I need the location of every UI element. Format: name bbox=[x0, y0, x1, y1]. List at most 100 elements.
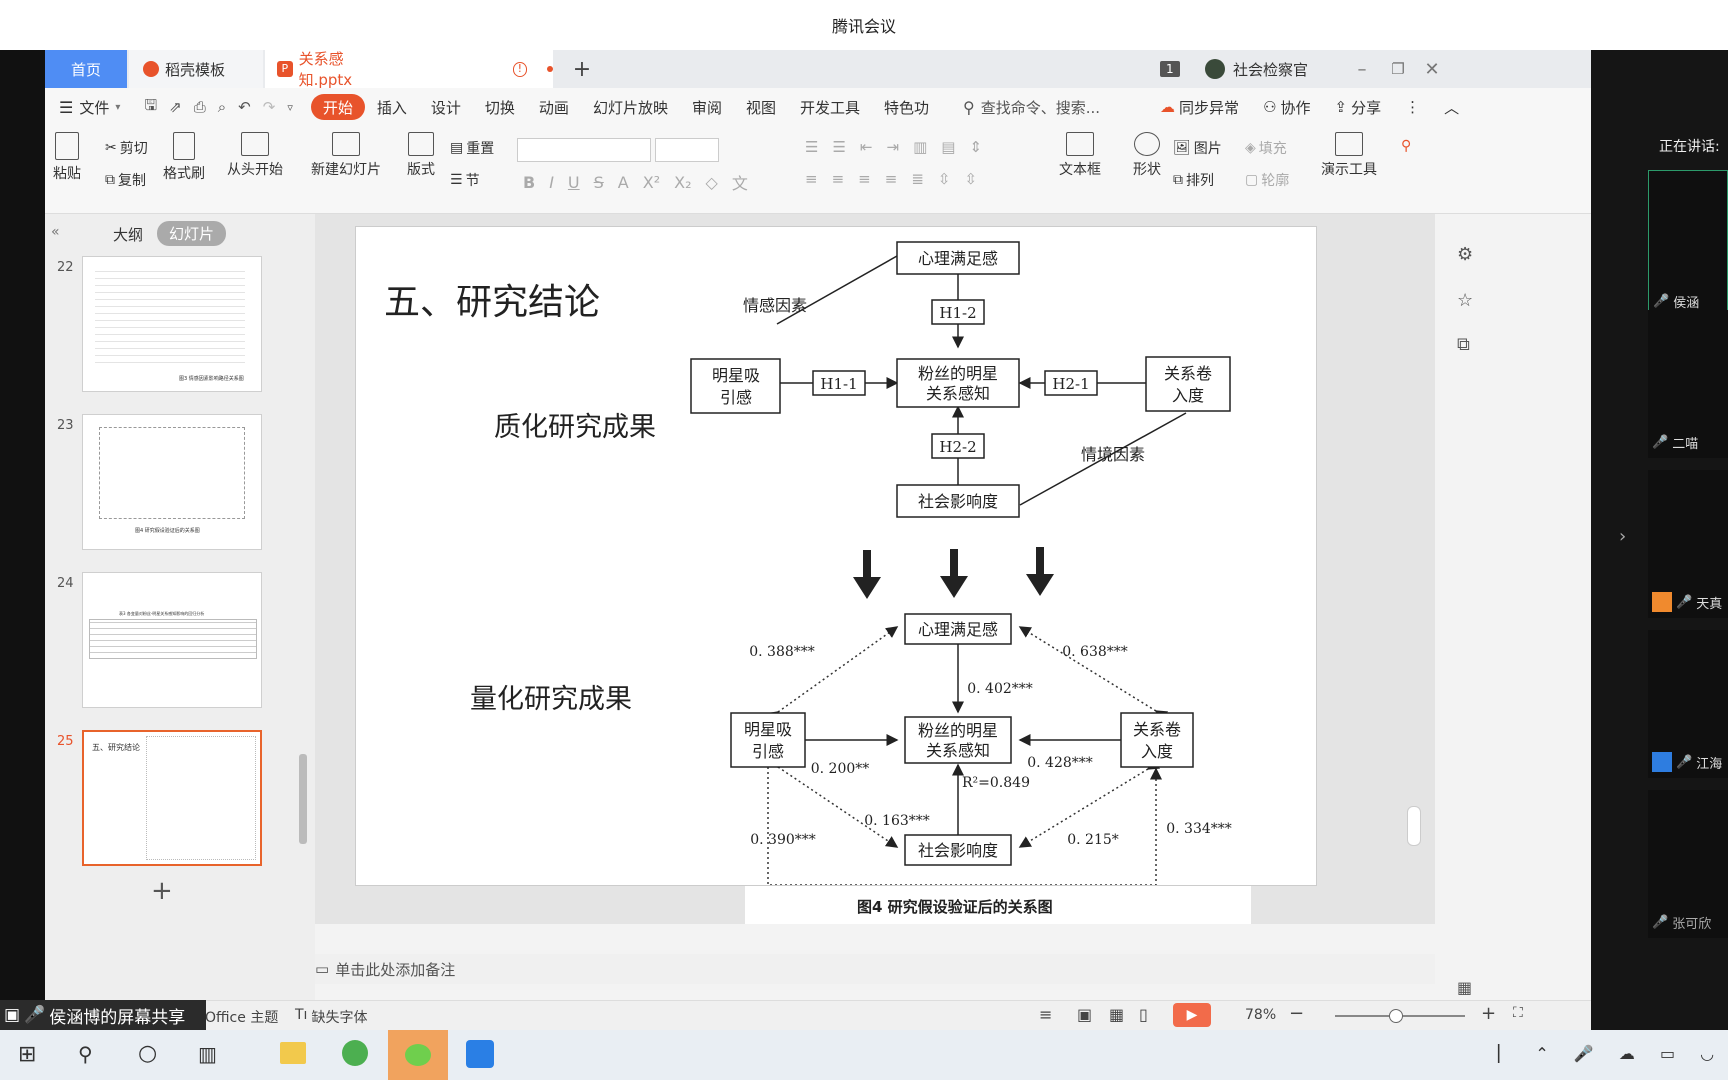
copy-button[interactable]: ⧉复制 bbox=[105, 170, 146, 190]
zoom-slider-handle[interactable] bbox=[1389, 1009, 1403, 1023]
tab-docer[interactable]: 稻壳模板 bbox=[129, 50, 263, 88]
arrange-button[interactable]: ⧉排列 bbox=[1173, 170, 1214, 190]
presenter-tools-button[interactable]: 演示工具 bbox=[1321, 132, 1377, 179]
minimize-button[interactable]: – bbox=[1357, 58, 1367, 80]
collapse-ribbon-icon[interactable]: ︿ bbox=[1444, 98, 1460, 117]
file-menu[interactable]: ☰ 文件 ▾ bbox=[45, 92, 132, 122]
slide-thumbnail-24[interactable]: 表3 各变量对粉丝-明星关系感知影响的回归分析 bbox=[82, 572, 262, 708]
from-start-button[interactable]: 从头开始 bbox=[227, 132, 283, 179]
meeting-app-icon[interactable] bbox=[466, 1040, 494, 1068]
format-brush-button[interactable]: 格式刷 bbox=[163, 132, 205, 183]
tab-insert[interactable]: 插入 bbox=[365, 92, 419, 122]
user-account[interactable]: 社会检察官 bbox=[1205, 50, 1345, 88]
font-size-select[interactable] bbox=[655, 138, 719, 162]
theme-label[interactable]: Office 主题 bbox=[205, 1010, 279, 1026]
tab-pptx[interactable]: P 关系感知.pptx ! bbox=[265, 50, 554, 89]
sync-status[interactable]: ☁ 同步异常 bbox=[1148, 92, 1251, 122]
tab-design[interactable]: 设计 bbox=[419, 92, 473, 122]
distribute-icon[interactable]: ≣ bbox=[911, 170, 924, 188]
transition-icon[interactable]: ⧉ bbox=[1457, 334, 1470, 355]
fill-button[interactable]: ◈填充 bbox=[1245, 138, 1287, 158]
search-icon[interactable]: ⚲ bbox=[78, 1042, 93, 1066]
restore-button[interactable]: ❐ bbox=[1391, 60, 1405, 78]
export-icon[interactable]: ⇗ bbox=[169, 98, 182, 116]
para-spacing-icon[interactable]: ⇳ bbox=[964, 170, 978, 188]
tab-slideshow[interactable]: 幻灯片放映 bbox=[581, 92, 680, 122]
superscript-icon[interactable]: X² bbox=[642, 172, 661, 192]
shape-button[interactable]: 形状 bbox=[1133, 132, 1161, 179]
font-color-icon[interactable]: A bbox=[617, 172, 629, 192]
play-button[interactable]: ▶ bbox=[1173, 1003, 1211, 1027]
paste-button[interactable]: 粘贴 bbox=[53, 132, 81, 183]
find-icon[interactable]: ⚲ bbox=[1401, 138, 1412, 154]
slide-thumbnail-23[interactable]: 图4 研究假设验证后的关系图 bbox=[82, 414, 262, 550]
new-slide-button[interactable]: 新建幻灯片 bbox=[311, 132, 381, 179]
participant-tile-5[interactable]: 🎤张可欣 bbox=[1648, 790, 1728, 938]
tab-transition[interactable]: 切换 bbox=[473, 92, 527, 122]
undo-icon[interactable]: ↶ bbox=[238, 98, 251, 116]
line-spacing-icon[interactable]: ⇳ bbox=[937, 170, 951, 188]
sorter-view-icon[interactable]: ▦ bbox=[1109, 1005, 1125, 1024]
more-icon[interactable]: ⋮ bbox=[1405, 98, 1421, 116]
panel-scrollbar[interactable] bbox=[299, 754, 307, 844]
align-right-icon[interactable]: ≡ bbox=[858, 170, 871, 188]
tab-animation[interactable]: 动画 bbox=[527, 92, 581, 122]
file-explorer-icon[interactable] bbox=[280, 1042, 306, 1064]
bullet-list-icon[interactable]: ☰ bbox=[805, 138, 819, 156]
align-left-icon[interactable]: ≡ bbox=[805, 170, 818, 188]
zoom-in-icon[interactable]: + bbox=[1481, 1003, 1497, 1024]
current-slide[interactable]: 五、研究结论 质化研究成果 量化研究成果 心理满足感 bbox=[355, 226, 1317, 886]
underline-icon[interactable]: U bbox=[567, 172, 580, 192]
clear-format-icon[interactable]: ◇ bbox=[705, 172, 718, 192]
fit-window-icon[interactable]: ⛶ bbox=[1513, 1005, 1523, 1021]
layout-button[interactable]: 版式 bbox=[407, 132, 435, 179]
cut-button[interactable]: ✂剪切 bbox=[105, 138, 148, 158]
align-text-icon[interactable]: ⇕ bbox=[969, 138, 983, 156]
align-center-icon[interactable]: ≡ bbox=[831, 170, 845, 188]
outline-tab[interactable]: 大纲 bbox=[113, 224, 143, 245]
participant-tile-1[interactable]: 🎤侯涵 bbox=[1648, 170, 1728, 318]
number-list-icon[interactable]: ☰ bbox=[832, 138, 846, 156]
reading-view-icon[interactable]: ▯ bbox=[1139, 1005, 1148, 1024]
outline-button[interactable]: ▢轮廓 bbox=[1245, 170, 1289, 190]
strikethrough-icon[interactable]: S bbox=[593, 172, 604, 192]
notes-toggle-icon[interactable]: ≡ bbox=[1039, 1005, 1053, 1024]
slide-thumbnail-25[interactable]: 五、研究结论 bbox=[82, 730, 262, 866]
windows-start-icon[interactable]: ⊞ bbox=[18, 1042, 37, 1067]
notes-bar[interactable]: ▭ 单击此处添加备注 bbox=[315, 954, 1435, 984]
indent-increase-icon[interactable]: ⇥ bbox=[886, 138, 900, 156]
cortana-icon[interactable]: ○ bbox=[138, 1041, 158, 1066]
tab-developer[interactable]: 开发工具 bbox=[788, 92, 872, 122]
print-icon[interactable]: ⎙ bbox=[193, 98, 206, 116]
picture-button[interactable]: 🖼图片 bbox=[1173, 138, 1222, 158]
reset-button[interactable]: ▤重置 bbox=[450, 138, 494, 158]
zoom-out-icon[interactable]: − bbox=[1289, 1003, 1305, 1024]
tab-features[interactable]: 特色功 bbox=[872, 92, 941, 122]
tab-review[interactable]: 审阅 bbox=[680, 92, 734, 122]
browser-icon[interactable] bbox=[342, 1040, 368, 1066]
font-name-select[interactable] bbox=[517, 138, 651, 162]
expand-panel-icon[interactable]: › bbox=[1619, 526, 1627, 547]
window-count-badge[interactable]: 1 bbox=[1160, 50, 1184, 88]
preview-icon[interactable]: ⌕ bbox=[217, 98, 227, 116]
normal-view-icon[interactable]: ▣ bbox=[1077, 1005, 1093, 1024]
wechat-icon[interactable] bbox=[388, 1030, 448, 1080]
tab-start[interactable]: 开始 bbox=[310, 94, 365, 120]
tab-view[interactable]: 视图 bbox=[734, 92, 788, 122]
close-button[interactable]: ✕ bbox=[1424, 58, 1440, 80]
participant-tile-4[interactable]: 🎤江海 bbox=[1648, 630, 1728, 778]
redo-icon[interactable]: ↷ bbox=[262, 98, 276, 116]
participant-tile-3[interactable]: 🎤天真 bbox=[1648, 470, 1728, 618]
section-button[interactable]: ☰节 bbox=[450, 170, 480, 190]
columns-icon[interactable]: ▥ bbox=[913, 138, 928, 156]
indent-decrease-icon[interactable]: ⇤ bbox=[859, 138, 873, 156]
properties-icon[interactable]: ⚙ bbox=[1457, 244, 1474, 265]
italic-icon[interactable]: I bbox=[549, 172, 554, 192]
canvas-vscroll-thumb[interactable] bbox=[1407, 806, 1421, 846]
zoom-level[interactable]: 78% bbox=[1245, 1007, 1277, 1023]
grid-view-icon[interactable]: ▦ bbox=[1457, 978, 1473, 997]
slide-thumbnail-22[interactable]: 图3 情感因素影响路径关系图 bbox=[82, 256, 262, 392]
task-view-icon[interactable]: ▥ bbox=[198, 1042, 217, 1066]
text-direction-icon[interactable]: ▤ bbox=[941, 138, 956, 156]
